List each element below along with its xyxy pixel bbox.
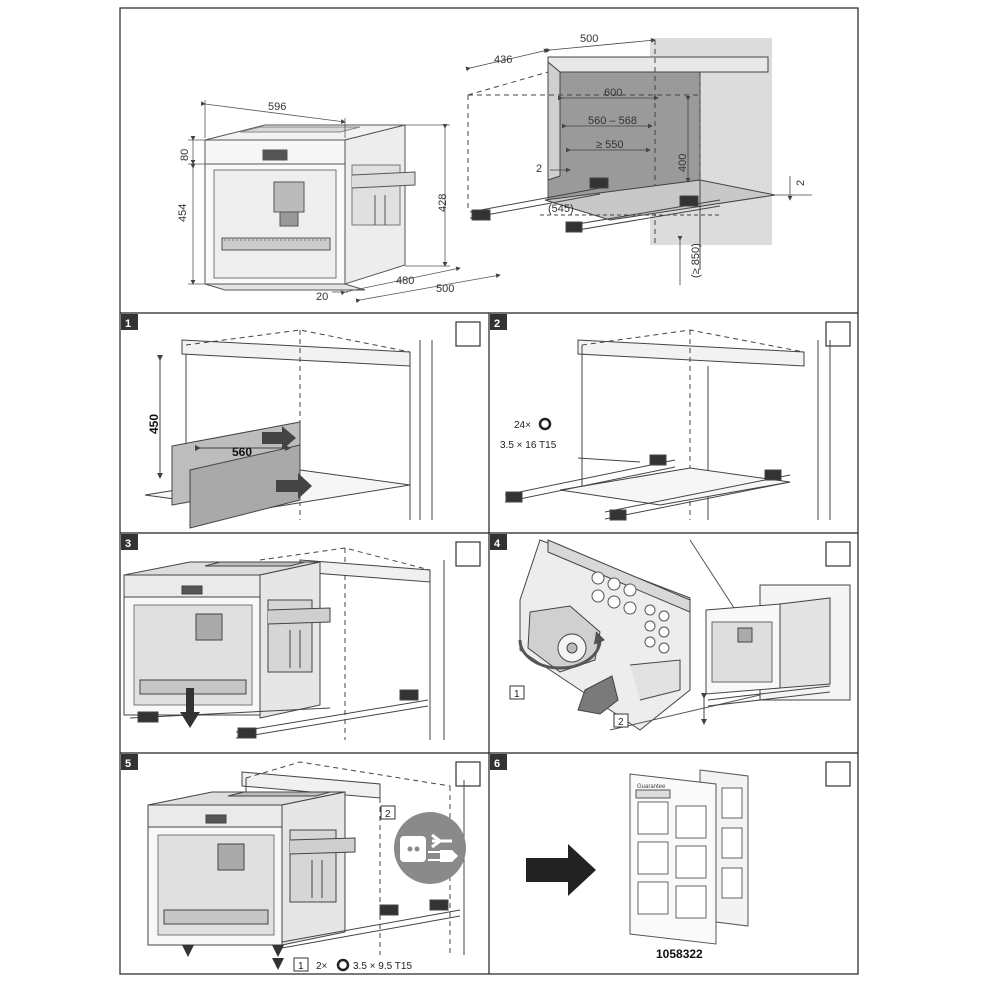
- step-1-checkbox[interactable]: [455, 321, 481, 347]
- step-number: 4: [494, 538, 501, 550]
- step-1-dim-560: 560: [232, 445, 252, 459]
- screw-icon: [182, 945, 284, 970]
- step-6-panel: 6 Guarantee 1058322: [490, 754, 851, 961]
- niche-dimension-lines: [465, 37, 812, 285]
- callout-box: [509, 685, 525, 700]
- dim-niche-600: 600: [604, 87, 622, 99]
- arrow-right-icon: [526, 844, 596, 896]
- guarantee-booklet: [629, 769, 749, 945]
- callout-box: [613, 713, 629, 728]
- step-5-callout-1: 1: [298, 961, 304, 972]
- dim-height-428: 428: [437, 194, 449, 212]
- step-4-callout-2: 2: [618, 717, 624, 728]
- dim-height-454: 454: [177, 204, 189, 222]
- appliance-dimension-drawing: [204, 124, 416, 291]
- step-number: 2: [494, 318, 500, 330]
- step-1-panel: 1 450 560: [121, 314, 481, 529]
- step-3-checkbox[interactable]: [455, 541, 481, 567]
- callout-box: [293, 957, 309, 972]
- dim-niche-400: 400: [677, 154, 689, 172]
- unplug-icon: [394, 812, 466, 884]
- dim-niche-2: 2: [536, 163, 542, 175]
- part-number: 1058322: [656, 947, 703, 961]
- dim-offset-20: 20: [316, 291, 328, 303]
- booklet-title: Guarantee: [637, 784, 666, 790]
- dim-niche-550: ≥ 550: [596, 139, 623, 151]
- dim-top-80: 80: [179, 149, 191, 161]
- dim-depth-500: 500: [436, 283, 454, 295]
- page-frame: [119, 7, 859, 975]
- dim-niche-545: (545): [548, 203, 574, 215]
- arrow-right-icon: [276, 473, 312, 499]
- dim-width-596: 596: [268, 101, 286, 113]
- step-2-screw-spec: 3.5 × 16 T15: [500, 440, 557, 451]
- step-number: 5: [125, 758, 131, 770]
- step-5-checkbox[interactable]: [455, 761, 481, 787]
- step-4-checkbox[interactable]: [825, 541, 851, 567]
- step-1-dim-450: 450: [147, 414, 161, 434]
- appliance-dimension-lines: [188, 100, 501, 304]
- callout-box: [380, 805, 396, 820]
- step-5-screw-count: 2×: [316, 961, 328, 972]
- step-4-callout-1: 1: [514, 689, 520, 700]
- step-6-checkbox[interactable]: [825, 761, 851, 787]
- arrow-down-icon: [180, 688, 200, 728]
- step-4-panel: 4: [490, 534, 851, 731]
- step-2-panel: 2 24× 3.5 × 16 T15: [490, 314, 851, 521]
- step-5-screw-spec: 3.5 × 9.5 T15: [353, 961, 412, 972]
- dim-niche-850: (≥ 850): [690, 243, 702, 278]
- dim-niche-gap-2: 2: [795, 180, 807, 186]
- dim-niche-436: 436: [494, 54, 512, 66]
- screw-icon: [538, 417, 552, 431]
- niche-dimension-drawing: [467, 38, 776, 270]
- dim-depth-480: 480: [396, 275, 414, 287]
- dim-niche-560-568: 560 – 568: [588, 115, 637, 127]
- dim-niche-500: 500: [580, 33, 598, 45]
- step-number: 1: [125, 318, 131, 330]
- arrow-right-icon: [262, 426, 296, 450]
- step-number: 6: [494, 758, 500, 770]
- step-5-callout-2: 2: [385, 809, 391, 820]
- step-3-panel: 3: [121, 534, 481, 740]
- screw-icon: [336, 958, 350, 972]
- step-5-panel: 5: [121, 754, 481, 972]
- step-2-screw-count: 24×: [514, 420, 531, 431]
- step-number: 3: [125, 538, 131, 550]
